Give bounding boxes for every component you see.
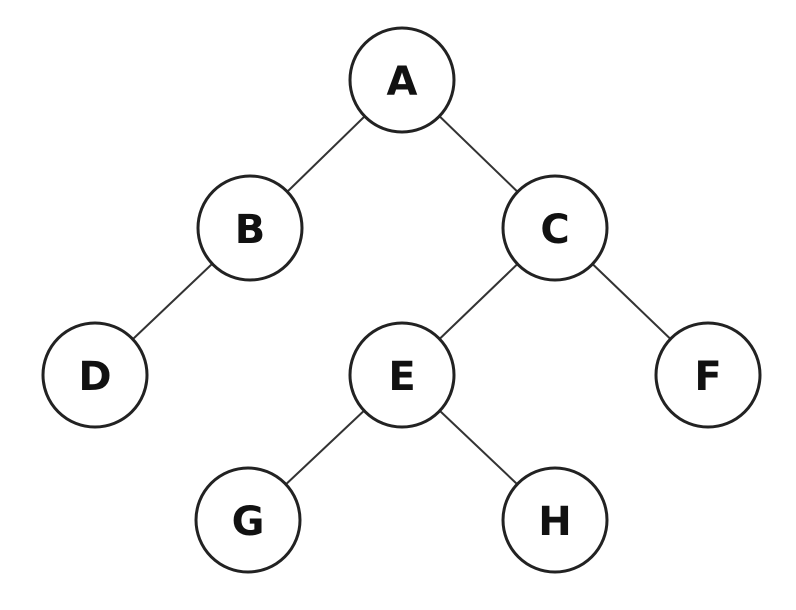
tree-nodes: A B C D E F G H <box>41 26 762 574</box>
node-label: C <box>540 207 569 253</box>
node-label: G <box>232 499 265 545</box>
tree-node-b: B <box>196 174 304 282</box>
node-label: H <box>538 499 571 545</box>
node-circle <box>348 321 456 429</box>
node-label: E <box>388 354 415 400</box>
tree-node-h: H <box>501 466 609 574</box>
tree-node-e: E <box>348 321 456 429</box>
node-label: F <box>694 354 721 400</box>
node-circle <box>654 321 762 429</box>
node-circle <box>194 466 302 574</box>
edge-e-g <box>284 409 366 486</box>
edge-c-e <box>438 263 519 340</box>
tree-node-g: G <box>194 466 302 574</box>
node-circle <box>501 466 609 574</box>
node-circle <box>41 321 149 429</box>
edge-e-h <box>438 409 519 486</box>
tree-node-f: F <box>654 321 762 429</box>
node-circle <box>348 26 456 134</box>
tree-node-c: C <box>501 174 609 282</box>
node-circle <box>501 174 609 282</box>
node-label: D <box>78 354 111 400</box>
edge-a-b <box>286 115 366 193</box>
node-circle <box>196 174 304 282</box>
edge-b-d <box>131 262 214 341</box>
tree-edges <box>131 115 672 486</box>
edge-c-f <box>591 263 672 340</box>
node-label: B <box>235 207 266 253</box>
edge-a-c <box>438 115 519 193</box>
tree-node-d: D <box>41 321 149 429</box>
node-label: A <box>387 59 418 105</box>
tree-node-a: A <box>348 26 456 134</box>
